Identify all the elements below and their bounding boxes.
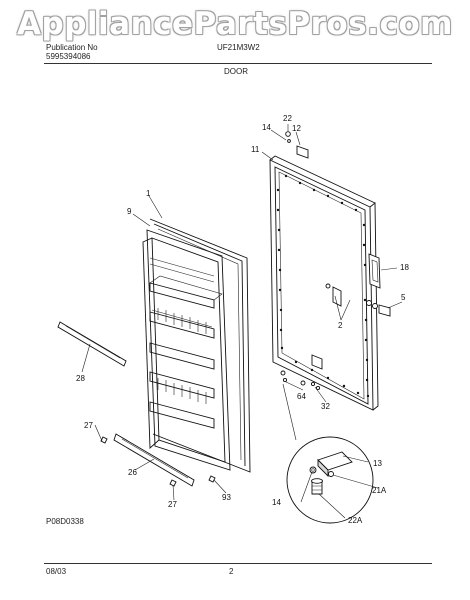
- callout-11: 11: [251, 145, 260, 154]
- lock-assembly: [325, 283, 391, 317]
- hinge-hardware: [280, 131, 321, 391]
- hinge-detail-circle: [286, 436, 374, 524]
- drawing-code: P08D0338: [46, 517, 84, 526]
- callout-22a: 22A: [348, 516, 363, 525]
- leader-lines: [81, 124, 403, 519]
- watermark-text: AppliancePartsPros.com: [17, 6, 453, 42]
- callout-93: 93: [222, 493, 231, 502]
- header-rule: [44, 63, 432, 64]
- trim-strip-28: [57, 321, 127, 367]
- callout-28: 28: [76, 374, 85, 383]
- publication-number: 5995394086: [46, 52, 91, 61]
- section-title: DOOR: [224, 67, 248, 76]
- callout-27-upper: 27: [84, 421, 93, 430]
- publication-label: Publication No: [46, 43, 98, 52]
- callout-21a: 21A: [372, 486, 387, 495]
- callout-2: 2: [338, 321, 343, 330]
- callout-27-lower: 27: [168, 500, 177, 509]
- callout-14: 14: [262, 123, 271, 132]
- callout-13: 13: [373, 459, 382, 468]
- door-handle: [368, 253, 381, 289]
- callout-26: 26: [128, 468, 137, 477]
- callout-1: 1: [146, 189, 151, 198]
- door-liner: [142, 218, 251, 473]
- footer-rule: [44, 563, 432, 564]
- outer-door-panel: [269, 145, 379, 411]
- perimeter-screws: [276, 174, 370, 398]
- callout-5: 5: [401, 293, 406, 302]
- callout-64: 64: [297, 392, 306, 401]
- footer-date: 08/03: [46, 567, 67, 576]
- callout-9: 9: [127, 207, 132, 216]
- callout-22: 22: [283, 114, 292, 123]
- callout-14-detail: 14: [272, 498, 281, 507]
- model-number: UF21M3W2: [217, 43, 260, 52]
- callout-12: 12: [292, 124, 301, 133]
- callout-18: 18: [400, 263, 409, 272]
- callout-32: 32: [321, 402, 330, 411]
- trim-strip-26: [113, 433, 195, 487]
- page-number: 2: [229, 567, 234, 576]
